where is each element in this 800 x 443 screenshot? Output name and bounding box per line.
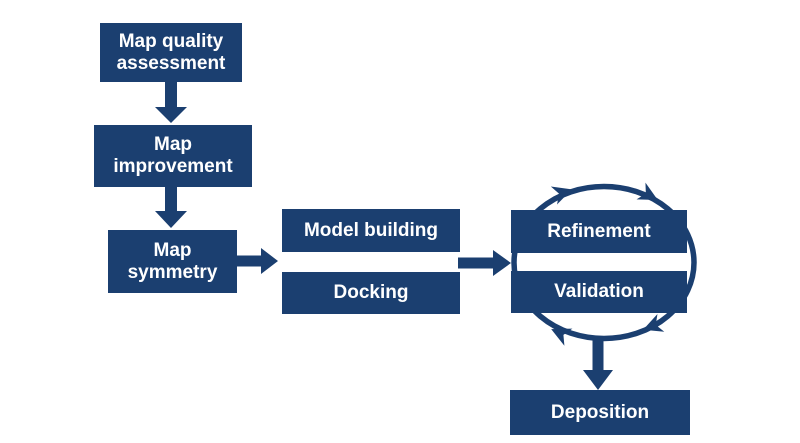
cycle-arrowhead-top-right-icon <box>636 182 658 200</box>
cycle-ellipse <box>511 183 697 342</box>
cycle-arrowhead-bottom-left-icon <box>551 328 573 346</box>
node-refinement: Refinement <box>511 210 687 253</box>
down-arrow-improvement-to-symmetry-icon <box>155 187 187 228</box>
node-map-symmetry: Map symmetry <box>108 230 237 293</box>
right-arrow-symmetry-to-modeling-icon <box>237 248 278 274</box>
cycle-arrowhead-bottom-right-icon <box>643 314 665 332</box>
down-arrow-quality-to-improvement-icon <box>155 82 187 123</box>
node-docking: Docking <box>282 272 460 314</box>
node-map-improvement: Map improvement <box>94 125 252 187</box>
node-model-building: Model building <box>282 209 460 252</box>
down-arrow-cycle-to-deposition-icon <box>583 336 613 390</box>
node-map-quality-assessment: Map quality assessment <box>100 23 242 82</box>
node-validation: Validation <box>511 271 687 313</box>
right-arrow-modeling-to-refinement-icon <box>458 250 511 276</box>
node-deposition: Deposition <box>510 390 690 435</box>
cycle-arrowhead-top-left-icon <box>550 186 572 205</box>
